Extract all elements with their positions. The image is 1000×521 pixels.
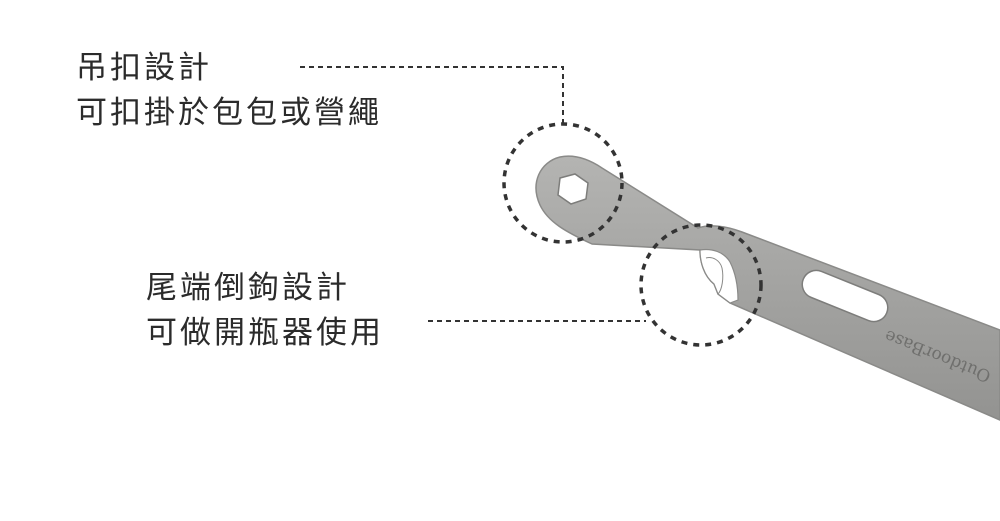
buckle-callout-desc: 可扣掛於包包或營繩 [76, 95, 382, 131]
opener-callout-title: 尾端倒鉤設計 [146, 270, 350, 306]
opener-callout-desc: 可做開瓶器使用 [146, 315, 384, 351]
buckle-leader-line [300, 66, 564, 124]
opener-highlight-circle [639, 223, 763, 347]
opener-hook-inner [705, 257, 724, 295]
hexagon-hole [557, 173, 589, 205]
buckle-callout-title: 吊扣設計 [76, 50, 212, 86]
buckle-callout: 吊扣設計 可扣掛於包包或營繩 [76, 46, 382, 136]
stake-body [535, 155, 1000, 421]
opener-callout: 尾端倒鉤設計 可做開瓶器使用 [146, 266, 384, 356]
slot-hole [801, 269, 889, 323]
opener-hook-notch [699, 248, 739, 304]
